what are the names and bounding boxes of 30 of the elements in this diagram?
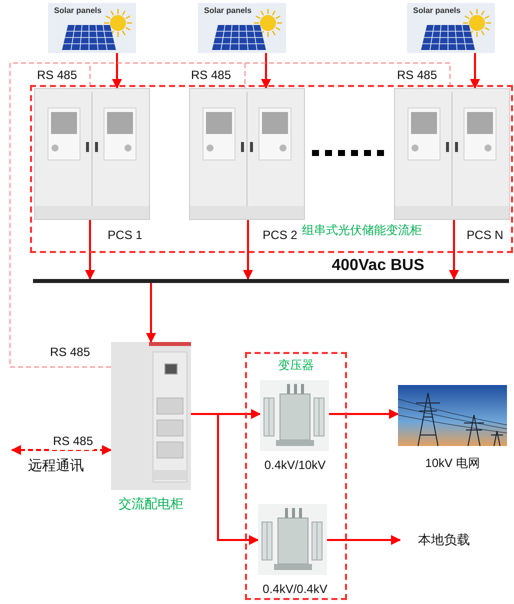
text-label: 远程通讯 — [28, 456, 84, 475]
arrow — [85, 220, 95, 280]
arrow — [146, 283, 156, 343]
node-caption: PCS N — [466, 227, 504, 244]
node-caption: 交流配电柜 — [118, 495, 184, 513]
arrow — [449, 220, 459, 280]
text-label: RS 485 — [50, 344, 90, 361]
panel-caption: Solar panels — [204, 5, 252, 17]
node-caption: PCS 1 — [106, 227, 144, 244]
node-caption: 0.4kV/0.4kV — [262, 581, 328, 598]
node-label: 本地负载 — [418, 531, 470, 549]
arrow — [261, 53, 271, 89]
dashed-group-frame — [245, 352, 347, 600]
node-caption: 10kV 电网 — [424, 455, 481, 472]
panel-caption: Solar panels — [54, 5, 102, 17]
arrow — [112, 53, 122, 89]
arrow — [327, 535, 401, 545]
arrow — [329, 409, 399, 419]
node-caption: 0.4kV/10kV — [263, 457, 327, 474]
node-caption: PCS 2 — [262, 227, 298, 244]
bus-label: 400Vac BUS — [330, 256, 426, 276]
panel-caption: Solar panels — [413, 5, 461, 17]
dashed-connector — [10, 62, 450, 368]
dashed-group-frame — [30, 85, 513, 253]
arrow — [191, 413, 259, 545]
arrow — [470, 53, 480, 89]
group-title: 变压器 — [277, 357, 315, 374]
group-title: 组串式光伏储能变流柜 — [302, 222, 422, 239]
arrow — [243, 220, 253, 280]
dashed-connector — [11, 445, 112, 455]
